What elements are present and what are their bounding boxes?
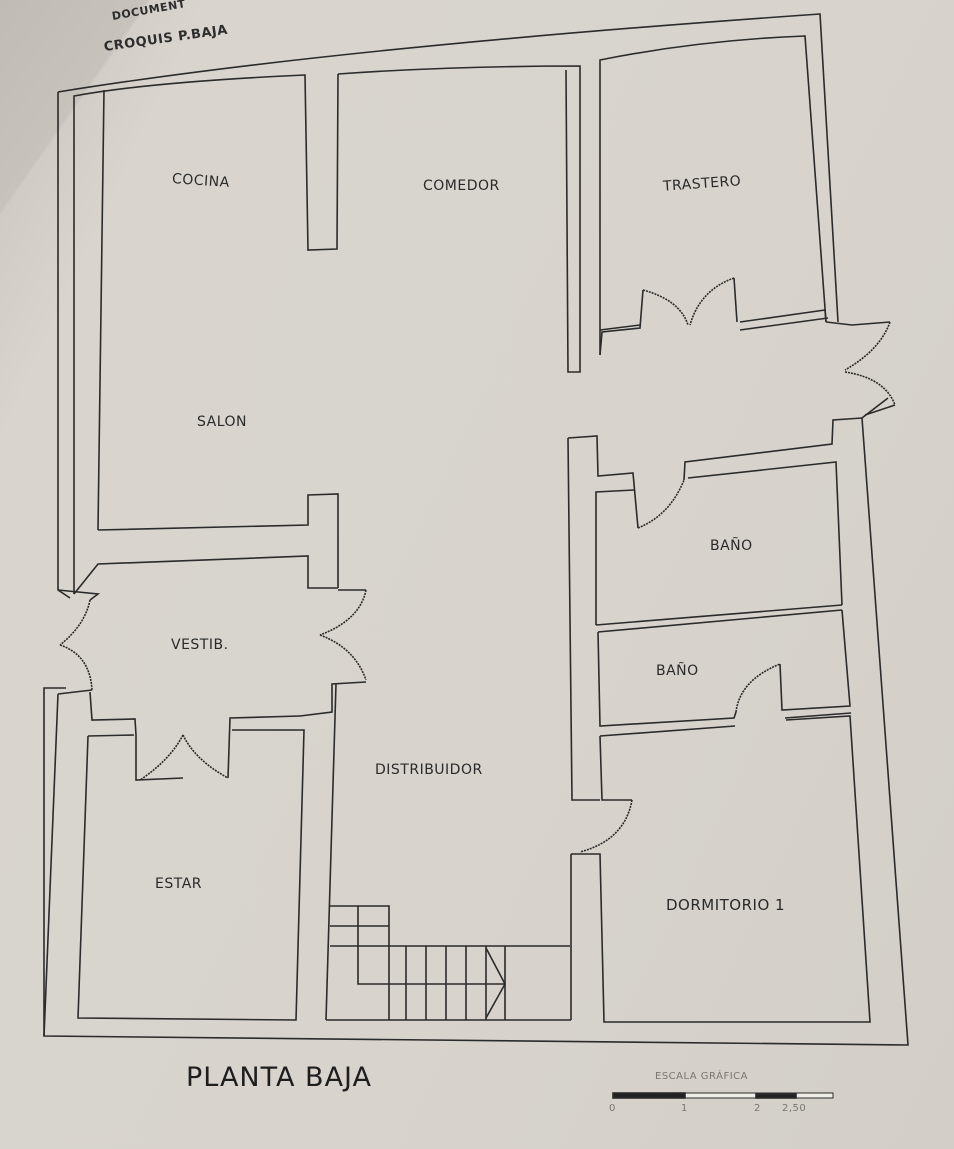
- wall-bano-1: [567, 417, 863, 626]
- plan-title: PLANTA BAJA: [186, 1062, 373, 1093]
- wall-trastero: [599, 277, 891, 356]
- scale-bar-graphic: [612, 1092, 834, 1099]
- room-label-dormitorio-1: DORMITORIO 1: [666, 896, 786, 914]
- page-curl: [0, 0, 170, 220]
- wall-cocina-salon: [73, 73, 339, 594]
- scale-bar-title: ESCALA GRÁFICA: [655, 1071, 748, 1082]
- scale-tick-0: 0: [609, 1103, 616, 1114]
- room-label-distribuidor: DISTRIBUIDOR: [375, 762, 483, 778]
- wall-vestibulo: [57, 555, 367, 781]
- wall-dormitorio: [567, 437, 871, 1023]
- room-label-comedor: COMEDOR: [423, 178, 500, 194]
- scale-tick-2-50: 2,50: [782, 1103, 807, 1114]
- staircase: [326, 905, 571, 1021]
- door-right-exterior: [844, 321, 896, 416]
- scale-tick-1: 1: [681, 1103, 688, 1114]
- room-label-vestibulo: VESTIB.: [171, 637, 229, 653]
- room-label-estar: ESTAR: [155, 876, 203, 892]
- wall-estar: [43, 683, 337, 1037]
- wall-bano-2: [597, 609, 852, 727]
- wall-comedor: [337, 35, 827, 373]
- scale-tick-2: 2: [754, 1103, 761, 1114]
- room-label-bano-1: BAÑO: [710, 538, 753, 554]
- room-label-bano-2: BAÑO: [656, 663, 699, 679]
- room-label-salon: SALON: [197, 414, 248, 430]
